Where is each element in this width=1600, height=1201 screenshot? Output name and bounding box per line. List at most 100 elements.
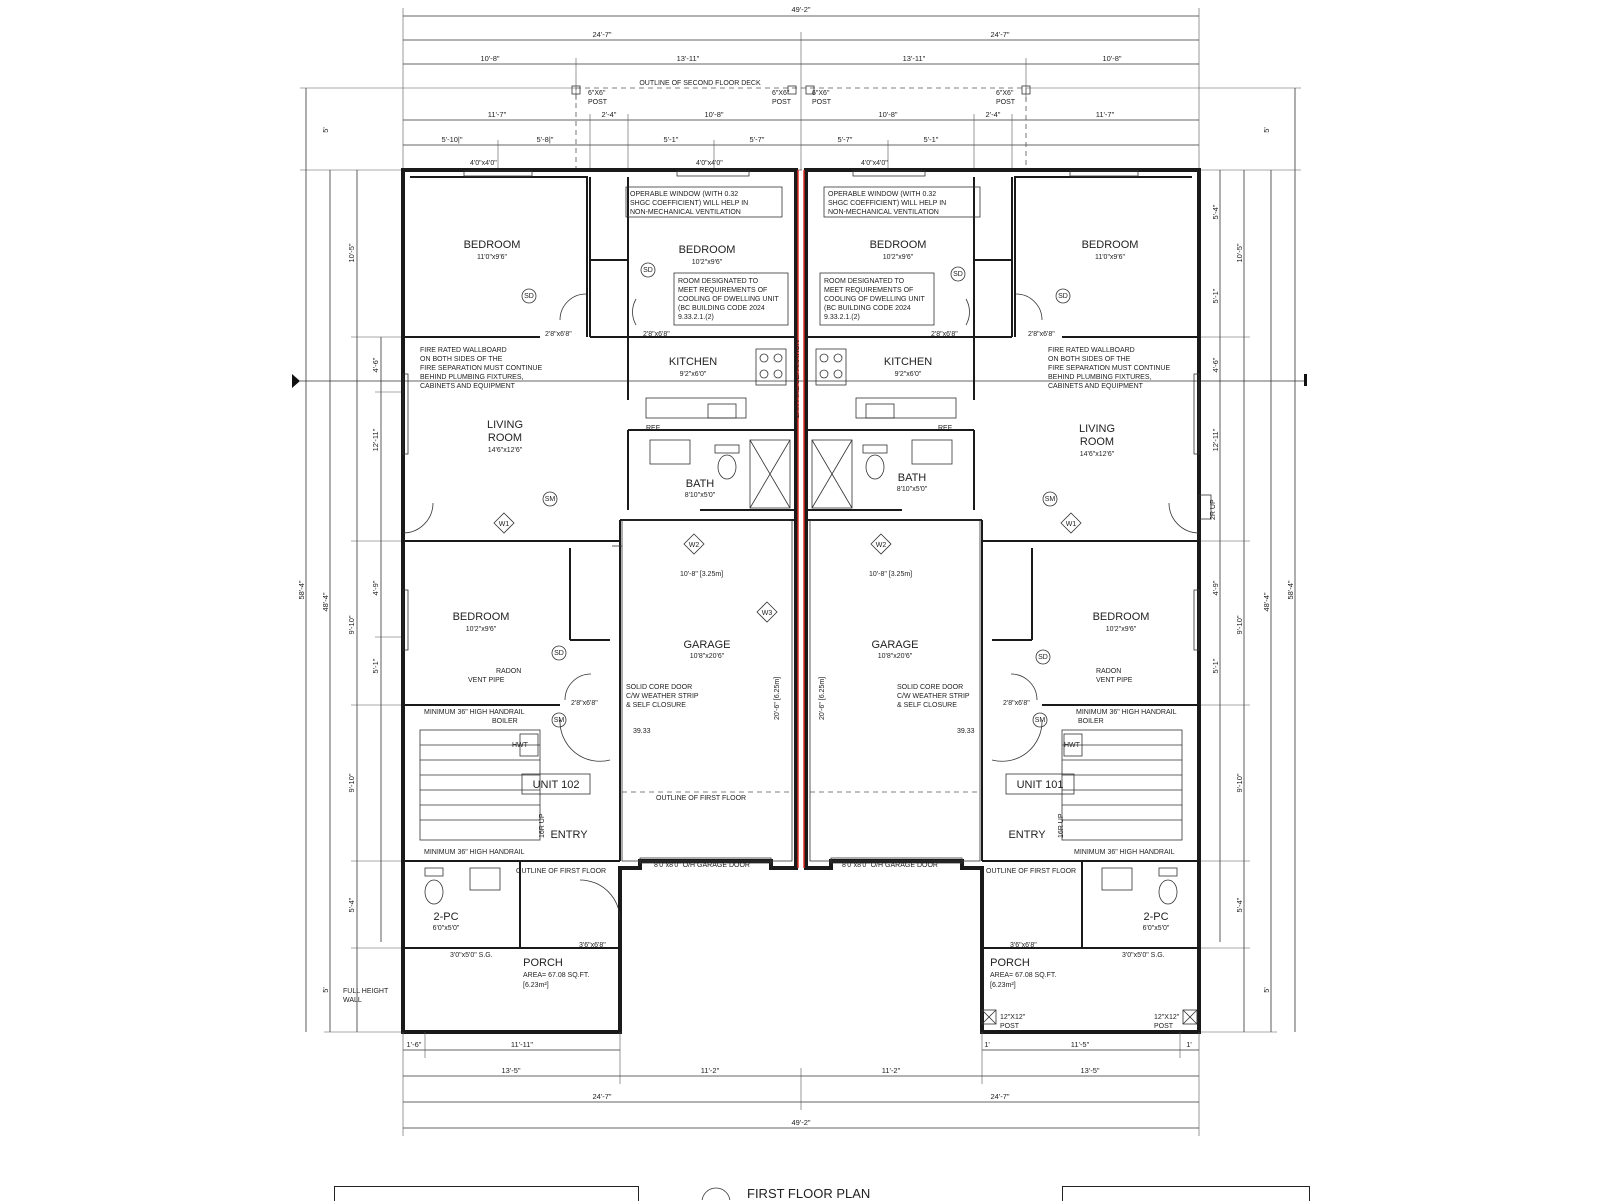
drawing-title: FIRST FLOOR PLAN: [747, 1186, 870, 1200]
svg-text:9.33.2.1.(2): 9.33.2.1.(2): [678, 314, 714, 321]
svg-text:COOLING OF DWELLING UNIT: COOLING OF DWELLING UNIT: [824, 296, 925, 303]
window: [852, 170, 926, 177]
operable-window-note: OPERABLE WINDOW (WITH 0.32 SHGC COEFFICI…: [625, 186, 783, 218]
room-size: 11'0"x9'6": [477, 254, 508, 261]
deck-setback-right: 5': [1262, 127, 1271, 133]
post-12-label: 12"X12": [1154, 1014, 1180, 1021]
unit-label-box: [1005, 773, 1075, 795]
top-dim-15: 5'-7": [838, 135, 853, 144]
right-dim-c: 5'-1": [1211, 288, 1220, 303]
post-word-label: POST: [812, 99, 832, 106]
deck-post-marker: [1021, 85, 1031, 95]
svg-text:MEET REQUIREMENTS OF: MEET REQUIREMENTS OF: [678, 287, 767, 294]
room-name: ROOM: [488, 432, 522, 444]
room-name: PORCH: [523, 957, 563, 969]
svg-text:W3: W3: [762, 610, 773, 617]
deck-outline-label: OUTLINE OF SECOND FLOOR DECK: [639, 80, 761, 87]
handrail-note: MINIMUM 36" HIGH HANDRAIL: [424, 709, 525, 716]
svg-text:SM: SM: [545, 496, 556, 503]
half-width-top-right: 24'-7": [990, 30, 1009, 39]
top-dim-11: 5'-10|": [441, 135, 462, 144]
outline-first-floor-note: OUTLINE OF FIRST FLOOR: [656, 795, 746, 802]
svg-text:SD: SD: [953, 271, 963, 278]
svg-text:FIRE RATED WALLBOARD: FIRE RATED WALLBOARD: [1048, 347, 1135, 354]
unit-label: UNIT 102: [533, 779, 580, 791]
room-name: BEDROOM: [1093, 611, 1150, 623]
door-size-label: 2'8"x6'8": [1003, 700, 1030, 707]
bottom-dim-d: 11'-5": [1071, 1040, 1090, 1049]
section-marker: [292, 374, 300, 388]
cooling-room-note: ROOM DESIGNATED TO MEET REQUIREMENTS OF …: [819, 272, 935, 326]
svg-text:BEHIND PLUMBING FIXTURES,: BEHIND PLUMBING FIXTURES,: [420, 374, 524, 381]
room-size: 14'6"x12'6": [488, 447, 523, 454]
garage-width-note: 10'-8" [3.25m]: [680, 571, 723, 578]
top-dim-7: 10'-8": [704, 110, 723, 119]
radon-note: RADON: [496, 668, 521, 675]
svg-text:(BC BUILDING CODE 2024: (BC BUILDING CODE 2024: [678, 305, 765, 312]
porch-area: AREA= 67.08 SQ.FT.: [990, 972, 1056, 979]
svg-text:W2: W2: [876, 542, 887, 549]
room-name: ENTRY: [550, 829, 588, 841]
top-dim-2: 13'-11": [677, 54, 700, 63]
room-size: 6'0"x5'0": [1143, 925, 1170, 932]
door-size-label: 2'8"x6'8": [643, 331, 670, 338]
svg-text:9.33.2.1.(2): 9.33.2.1.(2): [824, 314, 860, 321]
right-dim-h: 5'-1": [1211, 658, 1220, 673]
svg-text:W1: W1: [499, 521, 510, 528]
room-name: BATH: [686, 478, 715, 490]
top-dim-9: 2'-4": [986, 110, 1001, 119]
window-size-label: 4'0"x4'0": [470, 160, 497, 167]
garage-width-note: 10'-8" [3.25m]: [869, 571, 912, 578]
svg-text:CABINETS AND EQUIPMENT: CABINETS AND EQUIPMENT: [420, 383, 516, 390]
sg-window-label: 3'0"x5'0" S.G.: [450, 952, 493, 959]
room-name: KITCHEN: [884, 356, 932, 368]
half-width-top-left: 24'-7": [592, 30, 611, 39]
bottom-dimension-lines: [402, 1032, 1200, 1136]
right-dim-g: 9'-10": [1235, 615, 1244, 634]
room-size: 10'2"x9'6": [1106, 626, 1137, 633]
window: [1193, 589, 1200, 651]
svg-text:W2: W2: [689, 542, 700, 549]
right-dim-d: 4'-6": [1211, 357, 1220, 372]
door-size-label: 2'8"x6'8": [545, 331, 572, 338]
room-size: 9'2"x6'0": [680, 371, 707, 378]
room-name: BEDROOM: [453, 611, 510, 623]
left-dim-a: 10'-5": [347, 243, 356, 262]
svg-text:ON BOTH SIDES OF THE: ON BOTH SIDES OF THE: [420, 356, 503, 363]
room-name: ENTRY: [1008, 829, 1046, 841]
room-size: 8'10"x5'0": [685, 492, 716, 499]
boiler-note: BOILER: [492, 718, 518, 725]
svg-text:SM: SM: [1035, 717, 1046, 724]
room-name: BEDROOM: [464, 239, 521, 251]
svg-text:SD: SD: [554, 650, 564, 657]
fire-separation-label: 2HR FIRE SEPARATION: [794, 340, 801, 418]
room-size: 8'10"x5'0": [897, 486, 928, 493]
inner-depth-left: 48'-4": [321, 592, 330, 611]
room-name: BATH: [898, 472, 927, 484]
top-dim-12: 5'-8|": [537, 135, 554, 144]
room-size: 10'2"x9'6": [883, 254, 914, 261]
svg-text:BEHIND PLUMBING FIXTURES,: BEHIND PLUMBING FIXTURES,: [1048, 374, 1152, 381]
top-dim-5: 11'-7": [488, 110, 507, 119]
left-dim-g: 9'-10": [347, 773, 356, 792]
porch-area: AREA= 67.08 SQ.FT.: [523, 972, 589, 979]
deck-post-marker: [571, 85, 581, 95]
garage-door-note: 8'0"x8'0" O/H GARAGE DOOR: [654, 862, 750, 869]
svg-text:SD: SD: [1038, 654, 1048, 661]
room-name: PORCH: [990, 957, 1030, 969]
room-name: ROOM: [1080, 436, 1114, 448]
post-word-label: POST: [588, 99, 608, 106]
room-size: 10'2"x9'6": [692, 259, 723, 266]
elevation-note: 39.33: [957, 728, 975, 735]
room-name: GARAGE: [683, 639, 730, 651]
svg-text:FIRE SEPARATION MUST CONTINUE: FIRE SEPARATION MUST CONTINUE: [1048, 365, 1170, 372]
right-dim-k: 5': [1262, 987, 1271, 993]
window: [1069, 170, 1139, 177]
hwt-label: HWT: [512, 742, 529, 749]
deck-setback-left: 5': [321, 127, 330, 133]
left-dim-b: 4'-6": [371, 357, 380, 372]
svg-text:OPERABLE WINDOW (WITH 0.32: OPERABLE WINDOW (WITH 0.32: [630, 191, 738, 198]
handrail-note: MINIMUM 36" HIGH HANDRAIL: [1076, 709, 1177, 716]
left-dimension-lines: [300, 87, 576, 1033]
ref-label: REF.: [938, 425, 953, 432]
